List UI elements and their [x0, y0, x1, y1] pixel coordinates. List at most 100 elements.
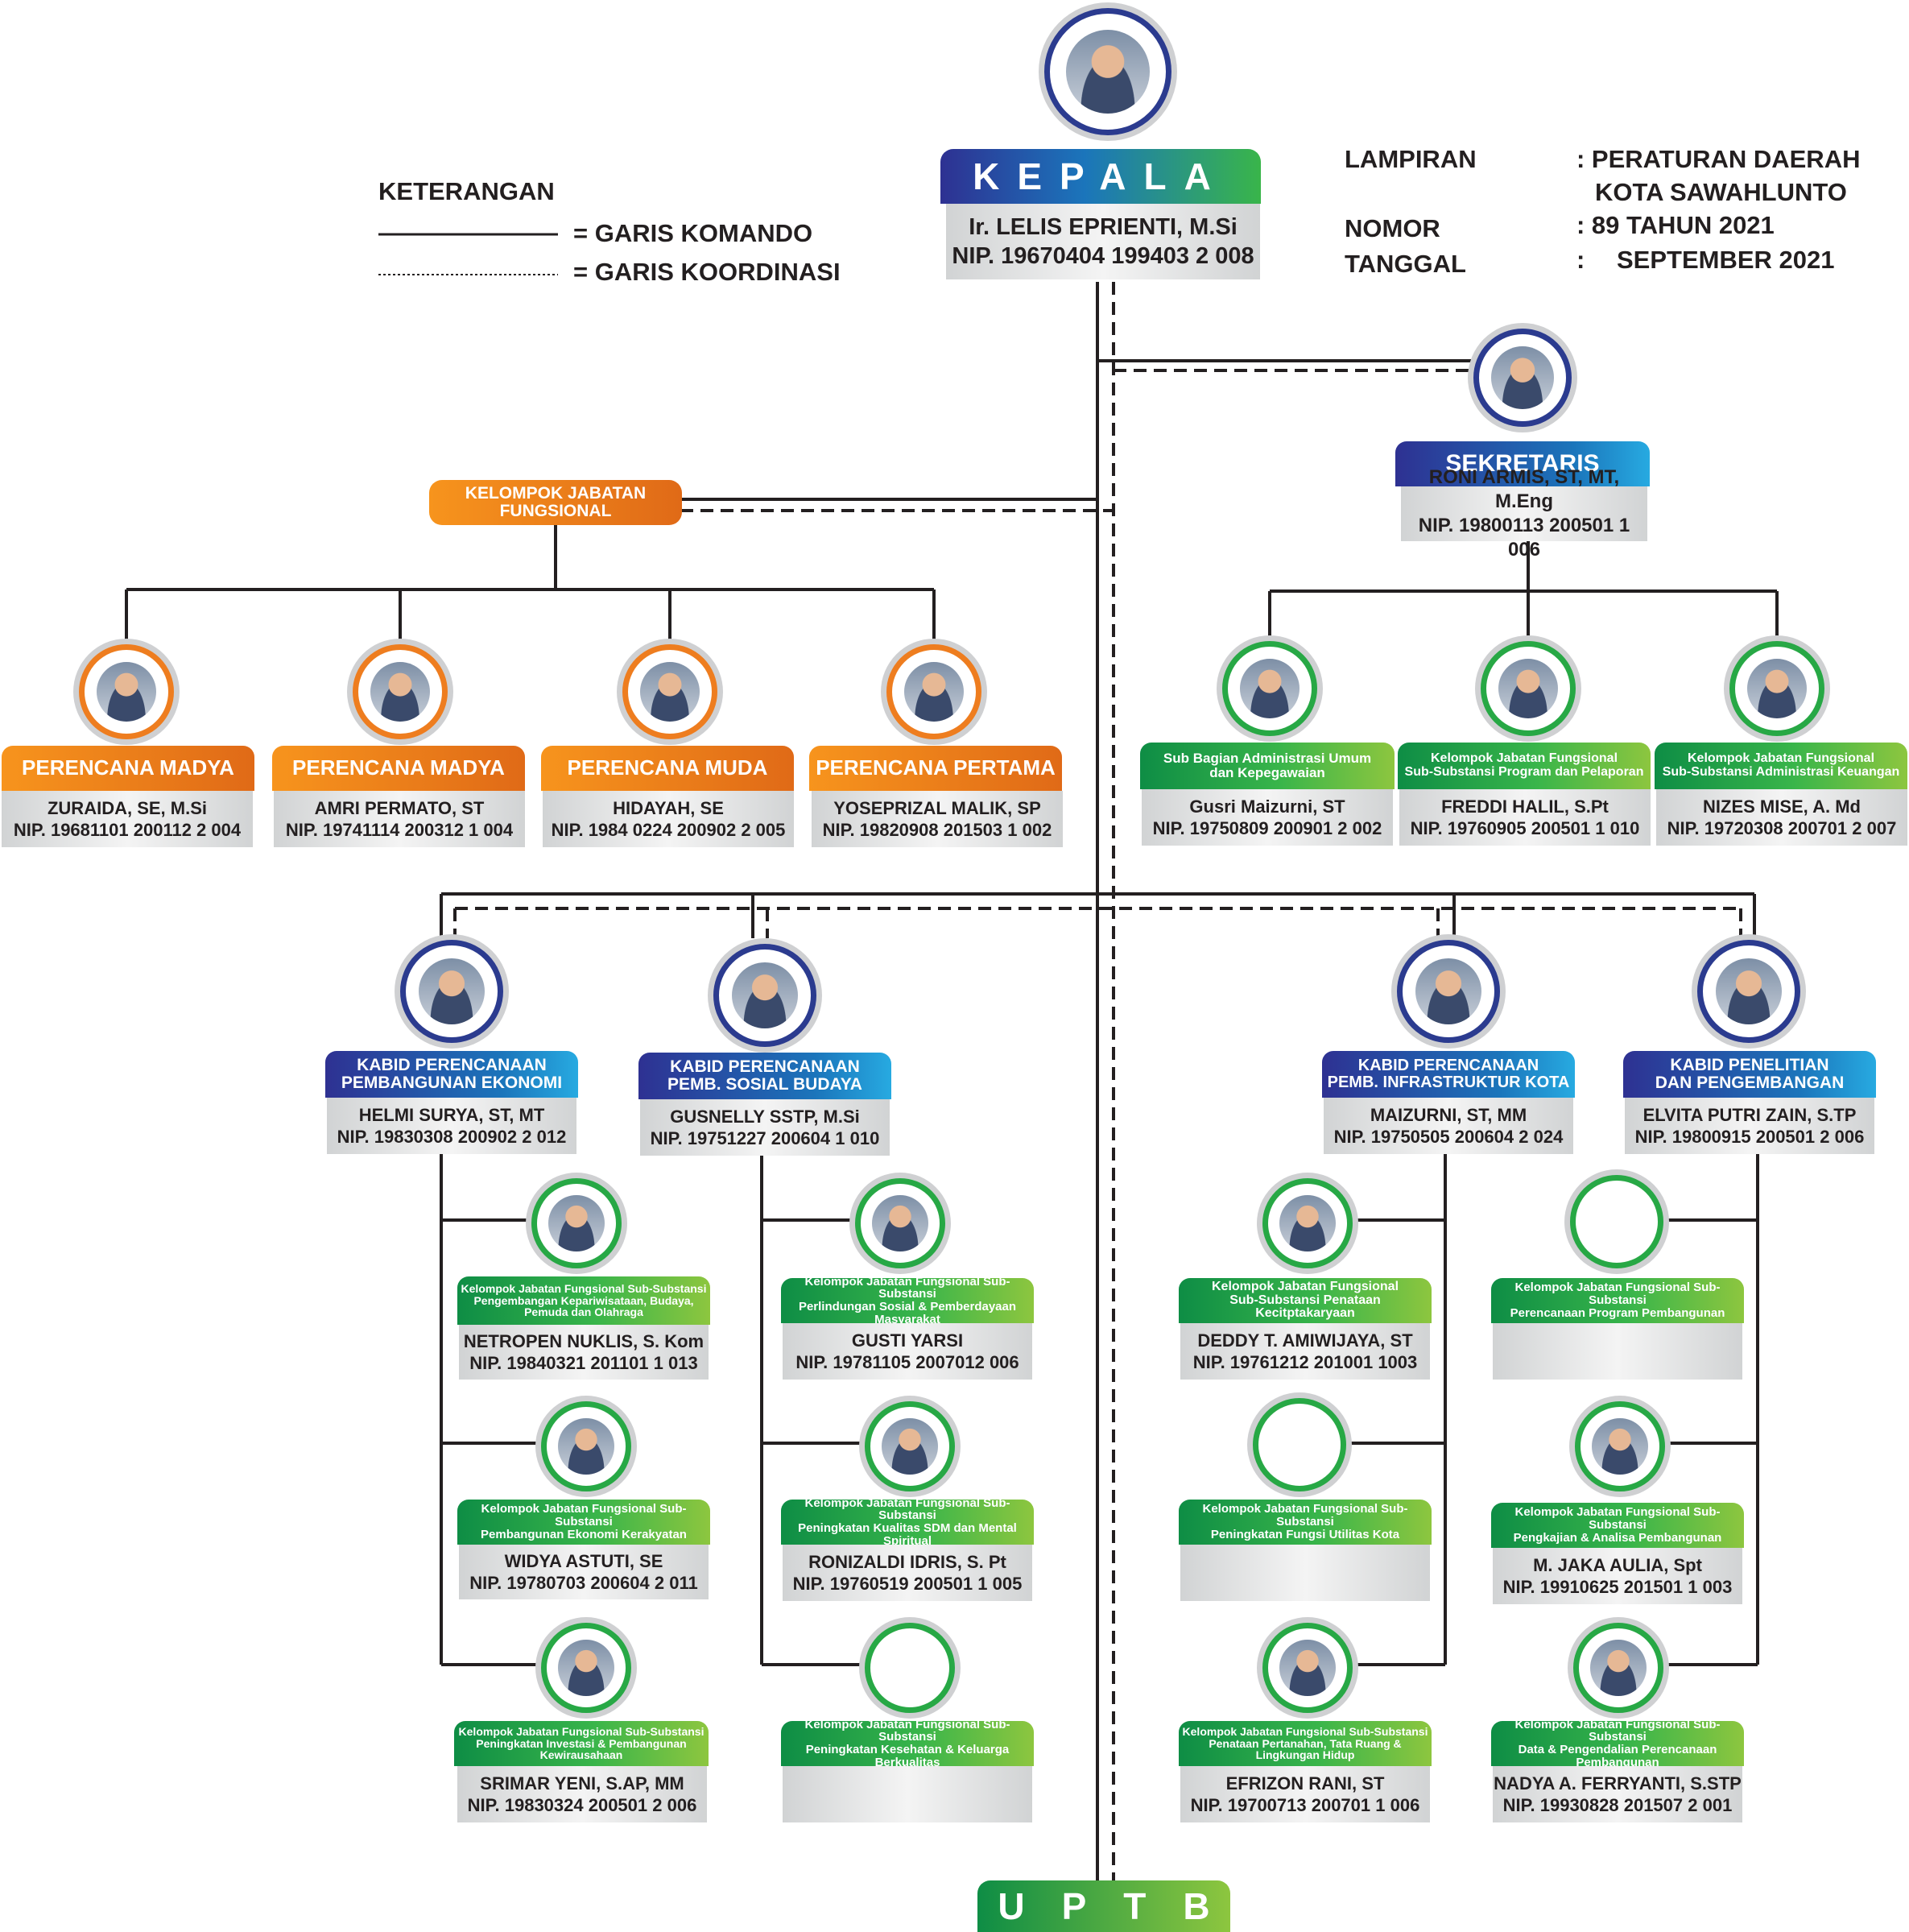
tanggal-colon: :: [1576, 246, 1585, 274]
kabid-4-photo: [1697, 940, 1800, 1043]
subunit-3-3-photo: [1262, 1623, 1353, 1713]
subunit-2-2-name: RONIZALDI IDRIS, S. Pt: [808, 1551, 1006, 1572]
subunit-4-3-title-line1: Kelompok Jabatan Fungsional Sub-Substans…: [1514, 1717, 1721, 1744]
perencana-3-info: HIDAYAH, SE NIP. 1984 0224 200902 2 005: [543, 791, 794, 847]
subunit-4-1-title-line2: Perencanaan Program Pembangunan: [1510, 1305, 1725, 1320]
subunit-2-1-title-line2: Perlindungan Sosial & Pemberdayaan Masya…: [798, 1300, 1017, 1326]
lampiran-value-2: KOTA SAWAHLUNTO: [1595, 178, 1847, 206]
sek-unit-1-name: Gusri Maizurni, ST: [1189, 796, 1345, 817]
kabid-4-title-line1: KABID PENELITIAN: [1670, 1055, 1829, 1074]
kabid-1-title: KABID PERENCANAAN PEMBANGUNAN EKONOMI: [325, 1051, 578, 1098]
kabid-4-title: KABID PENELITIAN DAN PENGEMBANGAN: [1623, 1051, 1876, 1098]
person-photo-icon: [1279, 1194, 1337, 1252]
sek-unit-3-info: NIZES MISE, A. Md NIP. 19720308 200701 2…: [1656, 789, 1907, 846]
subunit-2-1-photo: [855, 1178, 945, 1268]
kabid-3-name: MAIZURNI, ST, MM: [1370, 1104, 1527, 1125]
subunit-1-2-info: WIDYA ASTUTI, SE NIP. 19780703 200604 2 …: [459, 1545, 709, 1599]
kabid-3-title: KABID PERENCANAAN PEMB. INFRASTRUKTUR KO…: [1322, 1051, 1575, 1098]
sekretaris-photo: [1473, 329, 1572, 427]
subunit-2-1-title-line1: Kelompok Jabatan Fungsional Sub-Substans…: [804, 1274, 1010, 1301]
subunit-1-3-title-line2: Peningkatan Investasi & Pembangunan Kewi…: [476, 1736, 687, 1762]
subunit-4-1-photo-placeholder: [1570, 1175, 1663, 1268]
subunit-3-1-nip: NIP. 19761212 201001 1003: [1192, 1352, 1418, 1372]
perencana-4-title: PERENCANA PERTAMA: [809, 746, 1062, 791]
subunit-4-2-title-line1: Kelompok Jabatan Fungsional Sub-Substans…: [1514, 1505, 1721, 1533]
subunit-4-1-info-empty: [1493, 1323, 1742, 1380]
subunit-4-1-title: Kelompok Jabatan Fungsional Sub-Substans…: [1491, 1278, 1744, 1323]
legend-command-label: = GARIS KOMANDO: [573, 219, 813, 247]
subunit-3-3-title-line2: Penataan Pertanahan, Tata Ruang & Lingku…: [1209, 1736, 1402, 1762]
person-photo-icon: [881, 1417, 939, 1475]
subunit-4-3-info: NADYA A. FERRYANTI, S.STP NIP. 19930828 …: [1493, 1766, 1742, 1822]
subunit-1-2-nip: NIP. 19780703 200604 2 011: [469, 1573, 698, 1593]
subunit-2-3-title: Kelompok Jabatan Fungsional Sub-Substans…: [781, 1718, 1034, 1769]
perencana-1-photo: [79, 644, 174, 739]
subunit-2-2-nip: NIP. 19760519 200501 1 005: [792, 1574, 1023, 1594]
sek-unit-2-nip: NIP. 19760905 200501 1 010: [1410, 818, 1640, 838]
kabid-4-name: ELVITA PUTRI ZAIN, S.TP: [1642, 1104, 1857, 1125]
kabid-4-title-line2: DAN PENGEMBANGAN: [1655, 1074, 1845, 1092]
subunit-2-1-nip: NIP. 19781105 2007012 006: [795, 1352, 1019, 1372]
person-photo-icon: [370, 661, 431, 722]
perencana-3-name: HIDAYAH, SE: [613, 797, 724, 818]
kabid-3-nip: NIP. 19750505 200604 2 024: [1333, 1127, 1564, 1147]
perencana-3-title: PERENCANA MUDA: [541, 746, 794, 791]
kabid-2-info: GUSNELLY SSTP, M.Si NIP. 19751227 200604…: [640, 1099, 890, 1156]
subunit-4-2-nip: NIP. 19910625 201501 1 003: [1502, 1577, 1733, 1597]
person-photo-icon: [1746, 658, 1808, 719]
sek-unit-3-title: Kelompok Jabatan Fungsional Sub-Substans…: [1655, 743, 1907, 789]
kabid-2-nip: NIP. 19751227 200604 1 010: [650, 1128, 880, 1148]
subunit-4-2-info: M. JAKA AULIA, Spt NIP. 19910625 201501 …: [1493, 1548, 1742, 1604]
kabid-1-title-line1: KABID PERENCANAAN: [357, 1055, 547, 1074]
subunit-4-3-title: Kelompok Jabatan Fungsional Sub-Substans…: [1491, 1717, 1744, 1769]
tanggal-value: SEPTEMBER 2021: [1617, 246, 1835, 274]
sek-unit-2-photo: [1481, 641, 1576, 736]
kepala-info: Ir. LELIS EPRIENTI, M.Si NIP. 19670404 1…: [946, 204, 1260, 279]
sek-unit-3-name: NIZES MISE, A. Md: [1703, 796, 1861, 817]
sek-unit-2-title-line1: Kelompok Jabatan Fungsional: [1430, 751, 1618, 766]
subunit-1-3-info: SRIMAR YENI, S.AP, MM NIP. 19830324 2005…: [457, 1766, 707, 1822]
subunit-3-3-nip: NIP. 19700713 200701 1 006: [1190, 1795, 1420, 1815]
subunit-3-3-title-line1: Kelompok Jabatan Fungsional Sub-Substans…: [1182, 1724, 1428, 1738]
sek-unit-3-photo: [1729, 641, 1824, 736]
kabid-1-info: HELMI SURYA, ST, MT NIP. 19830308 200902…: [327, 1098, 576, 1154]
kabid-3-photo: [1397, 940, 1500, 1043]
perencana-3-photo: [622, 644, 717, 739]
kabid-4-info: ELVITA PUTRI ZAIN, S.TP NIP. 19800915 20…: [1625, 1098, 1874, 1154]
subunit-2-2-photo: [865, 1401, 955, 1491]
nomor-value: : 89 TAHUN 2021: [1576, 211, 1775, 239]
kabid-2-title: KABID PERENCANAAN PEMB. SOSIAL BUDAYA: [638, 1053, 891, 1099]
kabid-1-nip: NIP. 19830308 200902 2 012: [337, 1127, 567, 1147]
subunit-3-1-title: Kelompok Jabatan Fungsional Sub-Substans…: [1179, 1278, 1432, 1323]
person-photo-icon: [1591, 1417, 1649, 1475]
person-photo-icon: [557, 1639, 615, 1697]
kabid-3-title-line1: KABID PERENCANAAN: [1357, 1057, 1539, 1074]
subunit-2-2-title-line2: Peningkatan Kualitas SDM dan Mental Spir…: [798, 1521, 1017, 1548]
subunit-1-1-title-line1: Kelompok Jabatan Fungsional Sub-Substans…: [461, 1281, 707, 1295]
subunit-1-3-nip: NIP. 19830324 200501 2 006: [467, 1795, 697, 1815]
subunit-4-3-nip: NIP. 19930828 201507 2 001: [1502, 1795, 1733, 1815]
person-photo-icon: [1066, 30, 1150, 114]
sekretaris-nip: NIP. 19800113 200501 1 006: [1418, 515, 1630, 561]
subunit-2-2-title-line1: Kelompok Jabatan Fungsional Sub-Substans…: [804, 1496, 1010, 1523]
subunit-1-3-photo: [541, 1623, 631, 1713]
subunit-1-1-name: NETROPEN NUKLIS, S. Kom: [463, 1330, 705, 1351]
perencana-3-nip: NIP. 1984 0224 200902 2 005: [551, 820, 786, 840]
person-photo-icon: [731, 962, 799, 1029]
person-photo-icon: [547, 1194, 605, 1252]
perencana-1-title: PERENCANA MADYA: [2, 746, 254, 791]
person-photo-icon: [871, 1194, 929, 1252]
kabid-1-name: HELMI SURYA, ST, MT: [358, 1104, 545, 1125]
person-photo-icon: [1279, 1639, 1337, 1697]
kabid-1-photo: [400, 940, 503, 1043]
nomor-label: NOMOR: [1345, 214, 1440, 242]
kabid-2-photo: [713, 944, 816, 1047]
perencana-1-name: ZURAIDA, SE, M.Si: [47, 797, 207, 818]
person-photo-icon: [1415, 958, 1482, 1025]
subunit-4-2-name: M. JAKA AULIA, Spt: [1533, 1554, 1702, 1575]
sekretaris-title: SEKRETARIS: [1395, 441, 1650, 486]
perencana-2-name: AMRI PERMATO, ST: [314, 797, 485, 818]
subunit-4-2-title: Kelompok Jabatan Fungsional Sub-Substans…: [1491, 1503, 1744, 1548]
kepala-title: KEPALA: [940, 149, 1261, 204]
